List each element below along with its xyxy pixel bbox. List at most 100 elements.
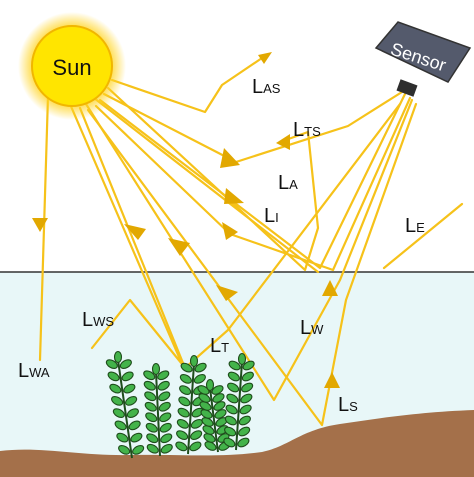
plant-leaf — [132, 444, 145, 455]
plant-leaf — [194, 362, 207, 373]
arrow-lts — [276, 134, 290, 150]
plant-leaf — [160, 433, 173, 444]
plant-leaf — [116, 432, 129, 443]
label-lts: LTS — [293, 119, 321, 141]
plant-leaf — [204, 441, 217, 451]
plant-leaf — [213, 401, 226, 411]
plant-leaf — [212, 393, 225, 403]
plant-leaf — [128, 420, 141, 431]
label-lwa: LWA — [18, 360, 50, 382]
ray-li — [98, 92, 407, 270]
sensor-lens — [396, 79, 418, 97]
plant-leaf — [205, 378, 215, 392]
plant-leaf — [119, 359, 132, 370]
arrow-le — [124, 224, 146, 240]
plant-leaf — [179, 373, 192, 384]
radiance-labels: LAS LTS LA LI LE LWS LT LW LWA LS — [18, 76, 425, 416]
plant-leaf — [199, 401, 212, 411]
ray-ls — [86, 102, 418, 427]
plant-leaf — [159, 422, 172, 433]
label-lws: LWS — [82, 309, 114, 331]
plant-leaf — [200, 409, 213, 419]
plant-leaf — [105, 359, 118, 370]
arrow-la — [220, 148, 240, 168]
plant-leaf — [118, 444, 131, 455]
plant-leaf — [225, 404, 238, 415]
plant-leaf — [197, 385, 210, 395]
plant-leaf — [211, 385, 224, 395]
plant-stem — [117, 359, 133, 459]
plant-leaf — [109, 383, 122, 394]
ray-las — [110, 56, 264, 114]
plant-leaf — [242, 360, 255, 371]
plant-leaf — [189, 441, 202, 452]
plant-leaf — [177, 407, 190, 418]
ray-le-2 — [382, 202, 464, 270]
ray-lts — [106, 86, 320, 272]
label-lw: LW — [300, 317, 324, 339]
sensor: Sensor — [374, 21, 472, 97]
plant-leaf — [239, 404, 252, 415]
plant-leaf — [227, 371, 240, 382]
plant-leaf — [224, 426, 237, 437]
sun-label: Sun — [52, 55, 91, 80]
plant-leaf — [123, 383, 136, 394]
label-le: LE — [405, 215, 425, 237]
plant-leaf — [241, 371, 254, 382]
plant-stem — [209, 387, 219, 453]
plant-leaf — [176, 418, 189, 429]
plant-leaf — [201, 417, 214, 427]
plant-leaf — [180, 362, 193, 373]
ray-lws — [68, 102, 184, 366]
plant-leaf — [111, 395, 124, 406]
plant-leaf — [145, 412, 158, 423]
ray-la — [102, 90, 404, 164]
plant-leaf — [159, 412, 172, 423]
plant-stem — [187, 363, 195, 455]
plant-leaf — [189, 354, 199, 368]
plant-leaf — [224, 415, 237, 426]
plant-leaf — [214, 409, 227, 419]
plant-leaf — [237, 352, 247, 366]
plant-leaf — [113, 350, 123, 364]
ray-lwa — [38, 94, 50, 362]
plant-leaf — [238, 426, 251, 437]
plant-leaf — [175, 441, 188, 452]
arrow-li — [224, 188, 244, 204]
seabed — [0, 410, 474, 477]
plant-leaf — [151, 362, 161, 376]
plant-leaf — [158, 401, 171, 412]
plant-leaf — [112, 408, 125, 419]
plant-leaf — [121, 371, 134, 382]
plant-leaf — [228, 360, 241, 371]
arrow-lw-down — [168, 238, 190, 256]
arrow-ls-up — [324, 372, 340, 388]
plant-leaf — [144, 391, 157, 402]
plant-leaf — [157, 370, 170, 381]
plant-leaf — [203, 433, 216, 443]
label-las: LAS — [252, 76, 281, 98]
ray-arrowheads — [32, 52, 340, 388]
label-lt: LT — [210, 335, 229, 357]
arrow-lt-down — [216, 285, 238, 301]
arrow-lw-up — [322, 280, 338, 296]
plant-leaf — [240, 393, 253, 404]
ray-lt — [78, 102, 402, 370]
ray-le — [94, 96, 412, 272]
plant-leaf — [126, 408, 139, 419]
plant-leaf — [227, 382, 240, 393]
plant-leaf — [158, 391, 171, 402]
label-la: LA — [278, 172, 298, 194]
plant-leaf — [238, 415, 251, 426]
plant-leaf — [144, 401, 157, 412]
plant-stem — [155, 371, 161, 457]
plant-leaf — [193, 373, 206, 384]
plant-leaf — [157, 380, 170, 391]
arrow-las — [258, 52, 272, 64]
plant-leaf — [146, 433, 159, 444]
plant-leaf — [146, 443, 159, 454]
plant-leaf — [125, 395, 138, 406]
plant-stem — [235, 361, 243, 451]
plant-leaf — [130, 432, 143, 443]
